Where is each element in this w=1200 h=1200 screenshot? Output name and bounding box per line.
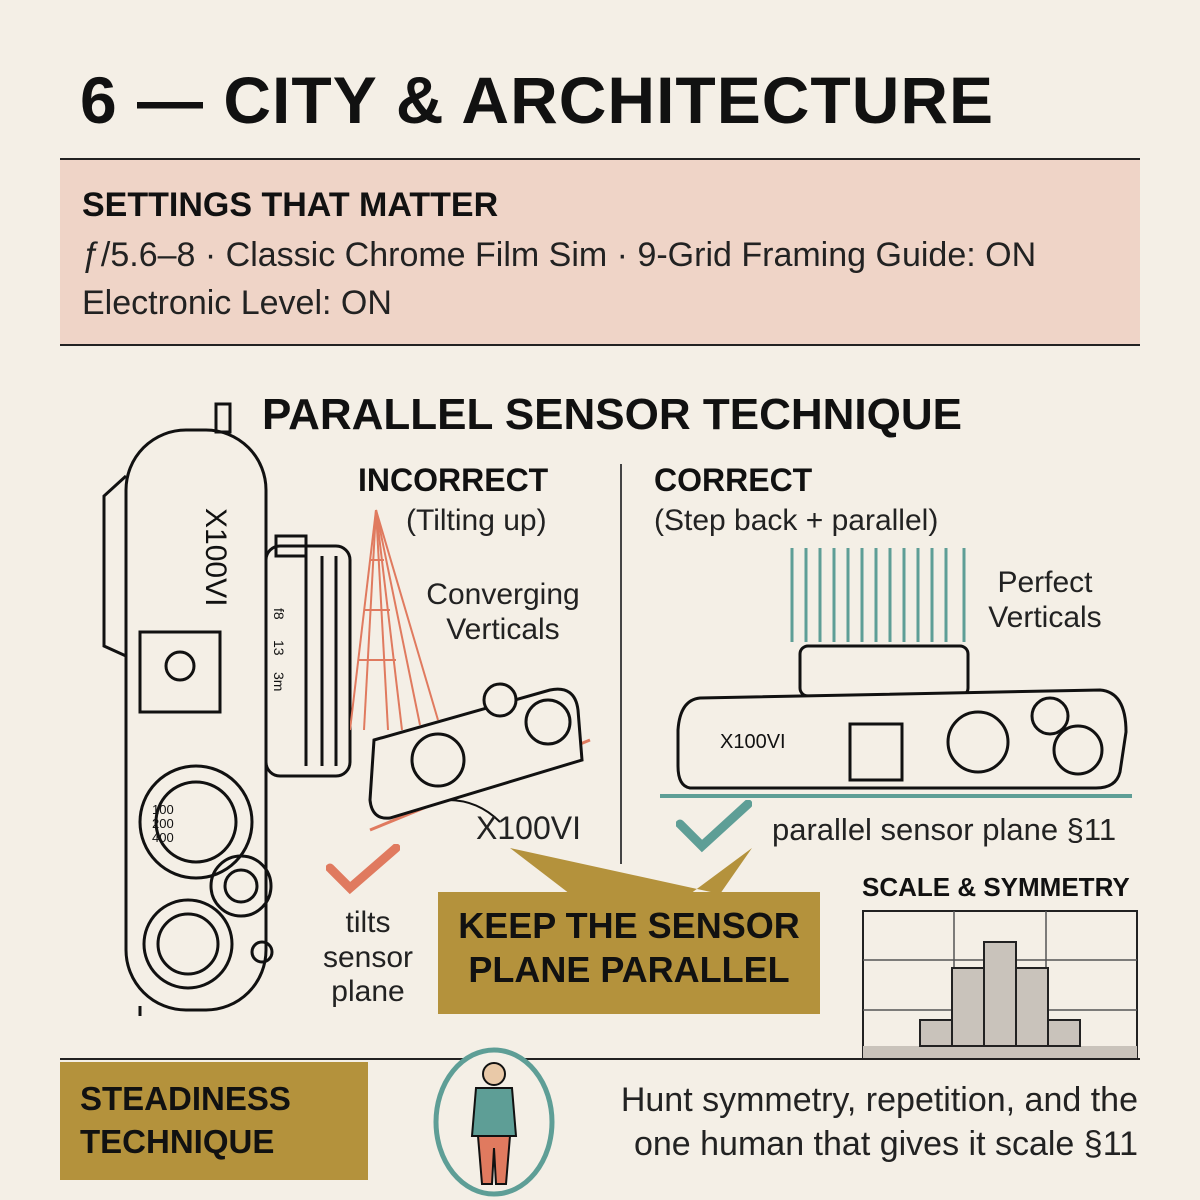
lens-mark: 13 — [271, 640, 287, 656]
divider — [60, 344, 1140, 346]
scale-tip-text: Hunt symmetry, repetition, and the one h… — [540, 1078, 1138, 1166]
callout-text: KEEP THE SENSOR PLANE PARALLEL — [438, 904, 820, 992]
divider — [60, 1058, 1140, 1060]
scale-symmetry-label: SCALE & SYMMETRY — [862, 872, 1130, 902]
iso-mark: 400 — [152, 830, 174, 845]
settings-panel — [60, 160, 1140, 344]
technique-title: PARALLEL SENSOR TECHNIQUE — [262, 390, 962, 439]
settings-line-1: ƒ/5.6–8 · Classic Chrome Film Sim · 9-Gr… — [82, 236, 1037, 274]
camera-model-label: X100VI — [199, 508, 232, 606]
converging-verticals-label: Converging Verticals — [412, 578, 594, 647]
tilts-line-3: plane — [331, 975, 405, 1008]
iso-mark: 100 — [152, 802, 174, 817]
tilts-line-2: sensor — [322, 940, 414, 974]
callout-line-1: KEEP THE SENSOR — [458, 905, 800, 946]
incorrect-check-icon — [326, 844, 400, 895]
tilts-line-1: tilts — [345, 906, 391, 939]
converging-building-illustration — [350, 509, 591, 832]
perfect-line-1: Perfect — [997, 566, 1093, 599]
human-scale-icon — [433, 1047, 555, 1197]
divider — [60, 158, 1140, 160]
settings-heading: SETTINGS THAT MATTER — [82, 186, 499, 224]
steadiness-box — [60, 1062, 368, 1180]
correct-heading: CORRECT — [654, 462, 813, 498]
converging-line-2: Verticals — [446, 612, 560, 646]
lens-mark: 3m — [271, 672, 287, 691]
histogram-bar — [1047, 1019, 1081, 1047]
lens-mark: f8 — [271, 608, 287, 620]
tilts-sensor-plane-label: tilts sensor plane — [312, 906, 424, 1010]
callout-pointer — [510, 848, 752, 894]
callout-line-2: PLANE PARALLEL — [468, 948, 790, 990]
callout-box — [438, 892, 820, 1014]
steadiness-line-2: TECHNIQUE — [80, 1122, 275, 1160]
scale-symmetry-histogram — [862, 910, 1138, 1060]
steadiness-line-1: STEADINESS — [80, 1080, 291, 1117]
perfect-verticals-lines — [790, 548, 966, 642]
correct-check-icon — [676, 800, 752, 853]
parallel-sensor-note: parallel sensor plane §11 — [772, 812, 1117, 847]
camera-level-illustration: X100VI — [660, 644, 1132, 798]
histogram-bar — [1015, 967, 1049, 1047]
column-divider — [620, 464, 622, 864]
histogram-bar — [951, 967, 985, 1047]
camera-vertical-illustration: X100VI f8 13 3m 100 200 400 — [102, 402, 352, 1016]
converging-line-1: Converging — [426, 578, 580, 611]
settings-line-2: Electronic Level: ON — [82, 284, 392, 322]
steadiness-label: STEADINESS TECHNIQUE — [80, 1078, 291, 1164]
scale-tip-line-2: one human that gives it scale §11 — [633, 1125, 1138, 1164]
correct-subheading: (Step back + parallel) — [654, 504, 939, 537]
histogram-bar — [919, 1019, 953, 1047]
scale-tip-line-1: Hunt symmetry, repetition, and the — [620, 1081, 1138, 1119]
incorrect-subheading: (Tilting up) — [406, 504, 547, 537]
iso-mark: 200 — [152, 816, 174, 831]
perfect-line-2: Verticals — [988, 600, 1102, 634]
incorrect-heading: INCORRECT — [358, 462, 549, 498]
page-title: 6 — CITY & ARCHITECTURE — [80, 63, 995, 137]
histogram-bar — [983, 941, 1017, 1047]
perfect-verticals-label: Perfect Verticals — [980, 566, 1110, 635]
camera-model-label: X100VI — [720, 731, 786, 753]
incorrect-camera-label: X100VI — [476, 810, 581, 846]
